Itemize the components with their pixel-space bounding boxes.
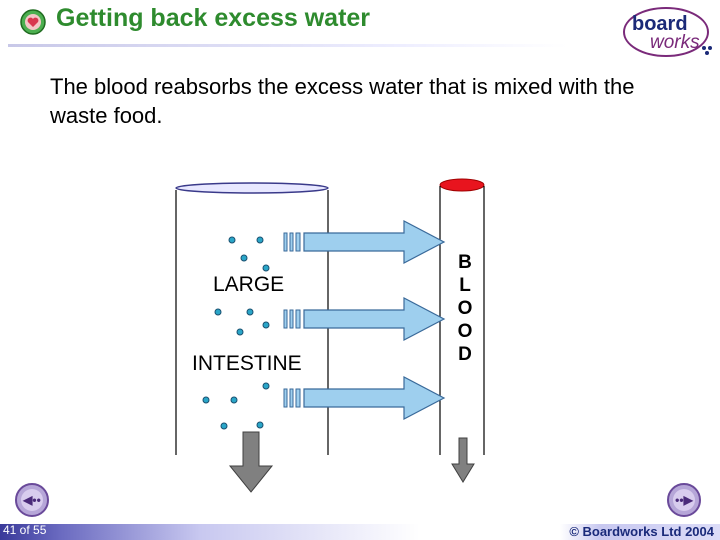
copyright-notice: © Boardworks Ltd 2004 xyxy=(569,524,714,539)
water-drop xyxy=(262,382,270,390)
reabsorption-arrow xyxy=(283,220,446,264)
water-drop xyxy=(230,396,238,404)
explanation-text: The blood reabsorbs the excess water tha… xyxy=(50,74,635,128)
water-drop xyxy=(256,236,264,244)
blood-label-letter: O xyxy=(457,321,473,342)
blood-label-letter: B xyxy=(458,252,472,273)
reabsorption-arrow xyxy=(283,376,446,420)
svg-text:board: board xyxy=(632,13,688,35)
blood-vessel-top xyxy=(439,178,485,192)
blood-down-arrow xyxy=(451,437,475,483)
blood-label-letter: O xyxy=(457,298,473,319)
water-drop xyxy=(220,422,228,430)
next-slide-icon[interactable]: ••▶ xyxy=(666,482,702,518)
slide-counter: 41 of 55 xyxy=(3,523,47,537)
blood-label-letter: D xyxy=(458,344,472,365)
intestine-top-rim xyxy=(175,182,329,194)
water-drops xyxy=(202,236,270,430)
water-drop xyxy=(256,421,264,429)
intestine-down-arrow xyxy=(228,431,274,493)
water-drop xyxy=(236,328,244,336)
intestine-label-intestine: INTESTINE xyxy=(192,352,302,375)
water-drop xyxy=(228,236,236,244)
previous-slide-icon[interactable]: ◀•• xyxy=(14,482,50,518)
intestine-label-large: LARGE xyxy=(213,273,285,296)
water-drop xyxy=(246,308,254,316)
boardworks-logo: board works xyxy=(623,7,712,57)
svg-text:works: works xyxy=(650,32,700,53)
reabsorption-arrow xyxy=(283,297,446,341)
title-divider xyxy=(8,44,568,47)
blood-label-letter: L xyxy=(459,275,471,296)
footer-bar xyxy=(0,524,720,540)
water-drop xyxy=(214,308,222,316)
svg-text:••▶: ••▶ xyxy=(675,493,693,507)
heart-badge-icon xyxy=(20,9,46,35)
svg-text:◀••: ◀•• xyxy=(22,493,41,507)
water-drop xyxy=(240,254,248,262)
water-drop xyxy=(262,264,270,272)
water-drop xyxy=(262,321,270,329)
water-drop xyxy=(202,396,210,404)
page-title: Getting back excess water xyxy=(56,4,371,32)
